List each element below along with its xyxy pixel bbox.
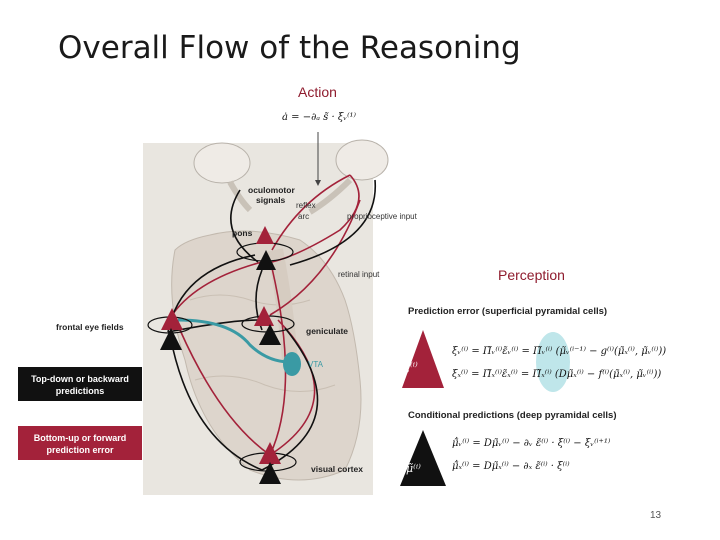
left-eyeball [193,142,251,184]
signals-label: signals [256,195,286,205]
right-optic-stalk [308,177,353,215]
backward-connection [169,334,263,471]
conditional-equation-1: μ̃̇ᵥ⁽ⁱ⁾ = Dμ̃ᵥ⁽ⁱ⁾ − ∂ᵥ ε̃⁽ⁱ⁾ · ξ⁽ⁱ⁾ − ξᵥ… [452,438,611,449]
slide-title: Overall Flow of the Reasoning [58,30,521,66]
frontal-black-neuron [160,328,182,350]
left-optic-stalk [227,180,253,213]
conditional-predictions-heading: Conditional predictions (deep pyramidal … [408,410,617,421]
prediction-error-highlight [536,332,570,392]
backward-connection [261,327,319,471]
legend-bottom-up: Bottom-up or forward prediction error [18,426,142,460]
legend-bottom-up-line1: Bottom-up or forward [33,433,127,443]
proprioceptive-input-label: proprioceptive input [347,212,417,221]
legend-top-down-line2: predictions [55,386,105,396]
forward-connection [179,329,271,456]
perception-title: Perception [498,267,565,283]
arc-label: arc [298,212,310,221]
reflex-label: reflex [296,201,316,210]
retinal-input-label: retinal input [338,270,380,279]
action-equation: ȧ = −∂ₐ s̃ · ξᵥ⁽¹⁾ [282,112,357,123]
pons-label: pons [232,228,253,238]
backward-connection [289,179,376,266]
conditional-equation-2: μ̃̇ₓ⁽ⁱ⁾ = Dμ̃ₓ⁽ⁱ⁾ − ∂ₓ ε̃⁽ⁱ⁾ · ξ⁽ⁱ⁾ [452,461,570,472]
prediction-error-symbol: ξ⁽ⁱ⁾ [404,360,418,373]
forward-connection [269,199,361,316]
frontal-eye-fields-label: frontal eye fields [56,322,124,332]
prediction-error-heading: Prediction error (superficial pyramidal … [408,306,608,317]
geniculate-red-neuron [254,306,274,326]
visual-cortex-red-neuron [259,442,281,464]
slide-number: 13 [650,510,662,521]
legend-top-down-line1: Top-down or backward [31,374,129,384]
action-title: Action [298,84,337,100]
geniculate-black-neuron [259,324,281,345]
conditional-prediction-triangle [400,430,446,486]
visual-cortex-black-neuron [259,462,281,484]
prediction-error-triangle [402,330,444,388]
pons-red-neuron [256,226,274,244]
legend-top-down: Top-down or backward predictions [18,367,142,401]
forward-connection [169,261,263,319]
legend-bottom-up-line2: prediction error [46,445,114,455]
action-arrowhead [315,180,321,186]
prediction-error-equation-2: ξₓ⁽ⁱ⁾ = Π̃ₓ⁽ⁱ⁾ε̃ₓ⁽ⁱ⁾ = Π̃ₓ⁽ⁱ⁾ (Dμ̃ₓ⁽ⁱ⁾ −… [452,369,662,380]
conditional-prediction-symbol: μ̃⁽ⁱ⁾ [406,462,421,475]
vta-label: VTA [308,360,323,369]
geniculate-label: geniculate [306,326,349,336]
oculomotor-label: oculomotor [248,185,295,195]
prediction-error-equation-1: ξᵥ⁽ⁱ⁾ = Π̃ᵥ⁽ⁱ⁾ε̃ᵥ⁽ⁱ⁾ = Π̃ᵥ⁽ⁱ⁾ (μ̃ᵥ⁽ⁱ⁻¹⁾ … [452,346,667,357]
right-eyeball [335,139,389,181]
brain-fold [189,294,311,306]
vta-connection [177,318,291,364]
forward-connection [271,174,351,251]
frontal-red-neuron [161,308,183,330]
forward-connection [269,267,287,456]
visual-cortex-label: visual cortex [311,464,363,474]
pons-black-neuron [256,250,276,270]
vta-node [283,352,301,376]
